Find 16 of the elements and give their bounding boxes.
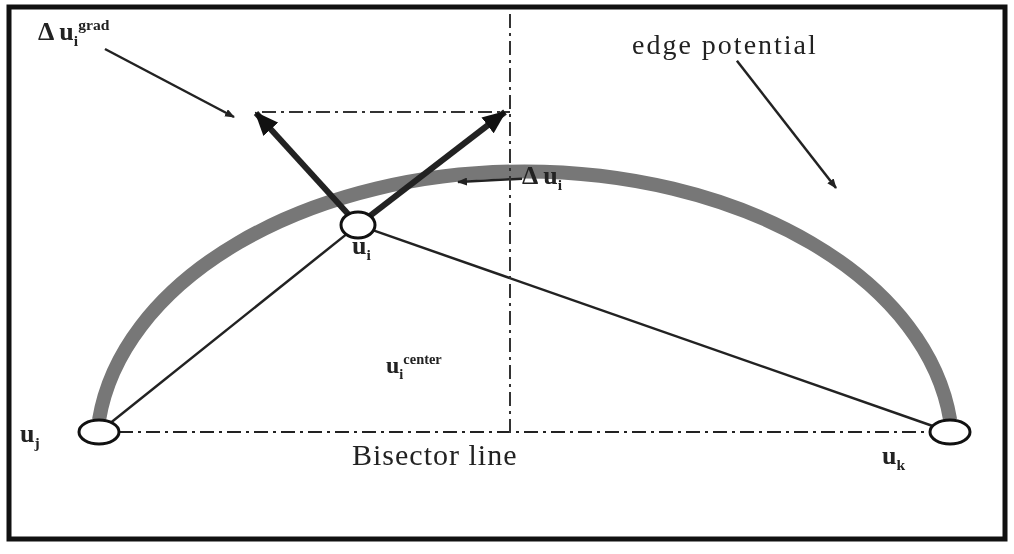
point-label: u$_{k}$ — [882, 442, 906, 474]
edge-potential-arc — [92, 165, 957, 422]
vector-arrow — [253, 110, 351, 217]
connector-line — [110, 233, 348, 424]
point-label: u$_{j}$ — [20, 420, 40, 452]
point-ellipse — [339, 210, 377, 240]
leader-arrow — [104, 47, 235, 119]
connector-line — [373, 229, 934, 428]
label-text: edge potential — [632, 30, 818, 61]
vector-arrow — [368, 109, 507, 219]
leader-arrow — [457, 177, 523, 186]
edge-label: Bisector line — [352, 438, 518, 471]
point-ellipse — [77, 418, 121, 446]
point-ellipse — [928, 418, 972, 446]
point-label: u$_{i}$ — [352, 232, 371, 264]
leader-arrow — [735, 60, 837, 189]
